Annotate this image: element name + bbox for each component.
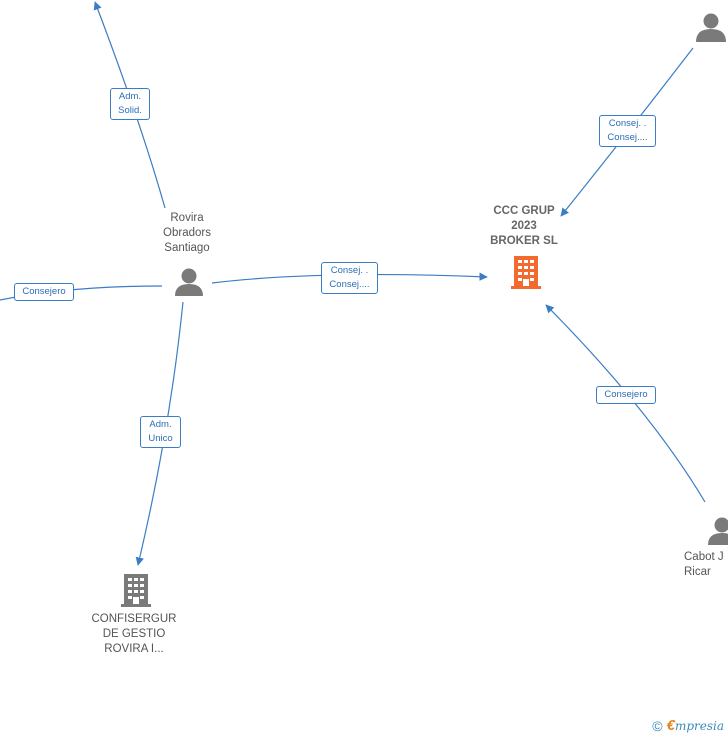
building-icon-ccc[interactable] (511, 256, 541, 289)
node-label-ccc[interactable]: CCC GRUP 2023 BROKER SL (490, 205, 558, 247)
edge-label-rovira-top[interactable]: Adm. Solid. (110, 88, 150, 120)
building-icon-confisergur[interactable] (121, 574, 151, 607)
brand-logo[interactable]: €mpresia (666, 717, 724, 734)
edge-label-rovira-ccc[interactable]: Consej. . Consej.... (321, 262, 378, 294)
footer-branding: © €mpresia (652, 717, 724, 734)
node-label-confisergur[interactable]: CONFISERGUR DE GESTIO ROVIRA I... (91, 613, 177, 655)
edge-cabot-ccc (545, 304, 706, 503)
person-icon-rovira[interactable] (175, 268, 203, 297)
edge-label-rovira-confisergur[interactable]: Adm. Unico (140, 416, 181, 448)
edge-label-left-rovira[interactable]: Consejero (14, 283, 74, 301)
person-icon-cabot[interactable] (708, 517, 728, 546)
edge-label-cabot-ccc[interactable]: Consejero (596, 386, 656, 404)
copyright-icon: © (652, 717, 663, 734)
edge-label-topright-ccc[interactable]: Consej. . Consej.... (599, 115, 656, 147)
node-label-cabot[interactable]: Cabot J Ricar (684, 551, 724, 578)
node-label-rovira[interactable]: Rovira Obradors Santiago (163, 212, 211, 254)
person-icon-topright[interactable] (696, 13, 726, 43)
